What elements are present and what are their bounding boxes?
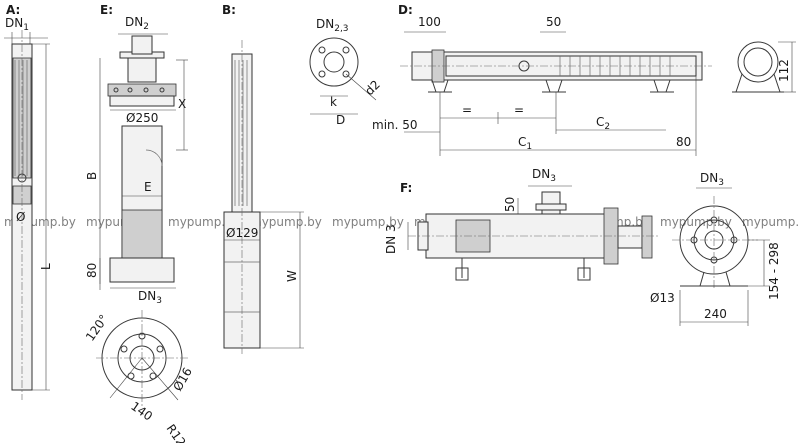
f-d13-label: Ø13 [650,291,675,305]
f-240-label: 240 [704,307,727,321]
view-d-horizontal: D: 100 50 = = [372,3,796,156]
e-bottom-flange-view: 120° 140 Ø16 R120 [83,310,195,443]
f-dn3-left-label: DN 3 [384,224,398,254]
watermark-10: mypump.by [742,215,800,229]
e-d16-label: Ø16 [170,365,194,393]
f-end-view: DN3 154 - 298 240 Ø13 [650,171,781,326]
section-label-f: F: [400,181,412,195]
d-100-label: 100 [418,15,441,29]
f-range-label: 154 - 298 [767,242,781,300]
b-d129-label: Ø129 [226,226,258,240]
e-r120-label: R120 [164,422,193,443]
section-label-d: D: [398,3,413,17]
e-d250-label: Ø250 [126,111,158,125]
flange-detail: DN2,3 k D d2 [309,17,383,127]
watermark-4: mypump.by [250,215,322,229]
e-80-label: 80 [85,263,99,278]
a-l-label: L [39,263,53,270]
b-w-label: W [285,270,299,282]
d-eq2-label: = [514,103,524,117]
e-x-label: X [178,97,186,111]
flange-k-label: k [330,95,337,109]
view-e-sleeve: E: DN2 Ø250 X B E 80 DN3 [83,3,195,443]
d-min50-label: min. 50 [372,118,418,132]
e-e-label: E [144,180,152,194]
d-50-label: 50 [546,15,561,29]
e-140-label: 140 [128,399,155,424]
d-end-view: 112 [732,41,796,93]
view-b-pump: B: Ø129 W [222,3,304,354]
flange-d-label: D [336,113,345,127]
f-dn3-label: DN3 [532,167,556,184]
e-b-label: B [85,172,99,180]
a-dn-label: DN1 [5,16,29,33]
f-50-label: 50 [503,197,517,212]
view-a-pump: A: DN1 Ø L [4,3,53,400]
d-80-label: 80 [676,135,691,149]
section-label-b: B: [222,3,236,17]
section-label-e: E: [100,3,113,17]
watermark-5: mypump.by [332,215,404,229]
section-label-a: A: [6,3,20,17]
e-dn3-label: DN3 [138,289,162,306]
d-c2-label: C2 [596,115,610,132]
d-c1-label: C1 [518,135,532,152]
flange-dn-label: DN2,3 [316,17,349,34]
d-112-label: 112 [777,59,791,82]
a-phi-label: Ø [16,210,25,224]
d-eq1-label: = [462,103,472,117]
watermark-3: mypump.by [168,215,240,229]
f-dn3-right-label: DN3 [700,171,724,188]
view-f-pressure-sleeve: F: DN3 50 DN 3 DN3 [384,167,781,326]
flange-d2-label: d2 [362,77,383,98]
e-dn2-label: DN2 [125,15,149,32]
watermark-9: mypump.by [660,215,732,229]
